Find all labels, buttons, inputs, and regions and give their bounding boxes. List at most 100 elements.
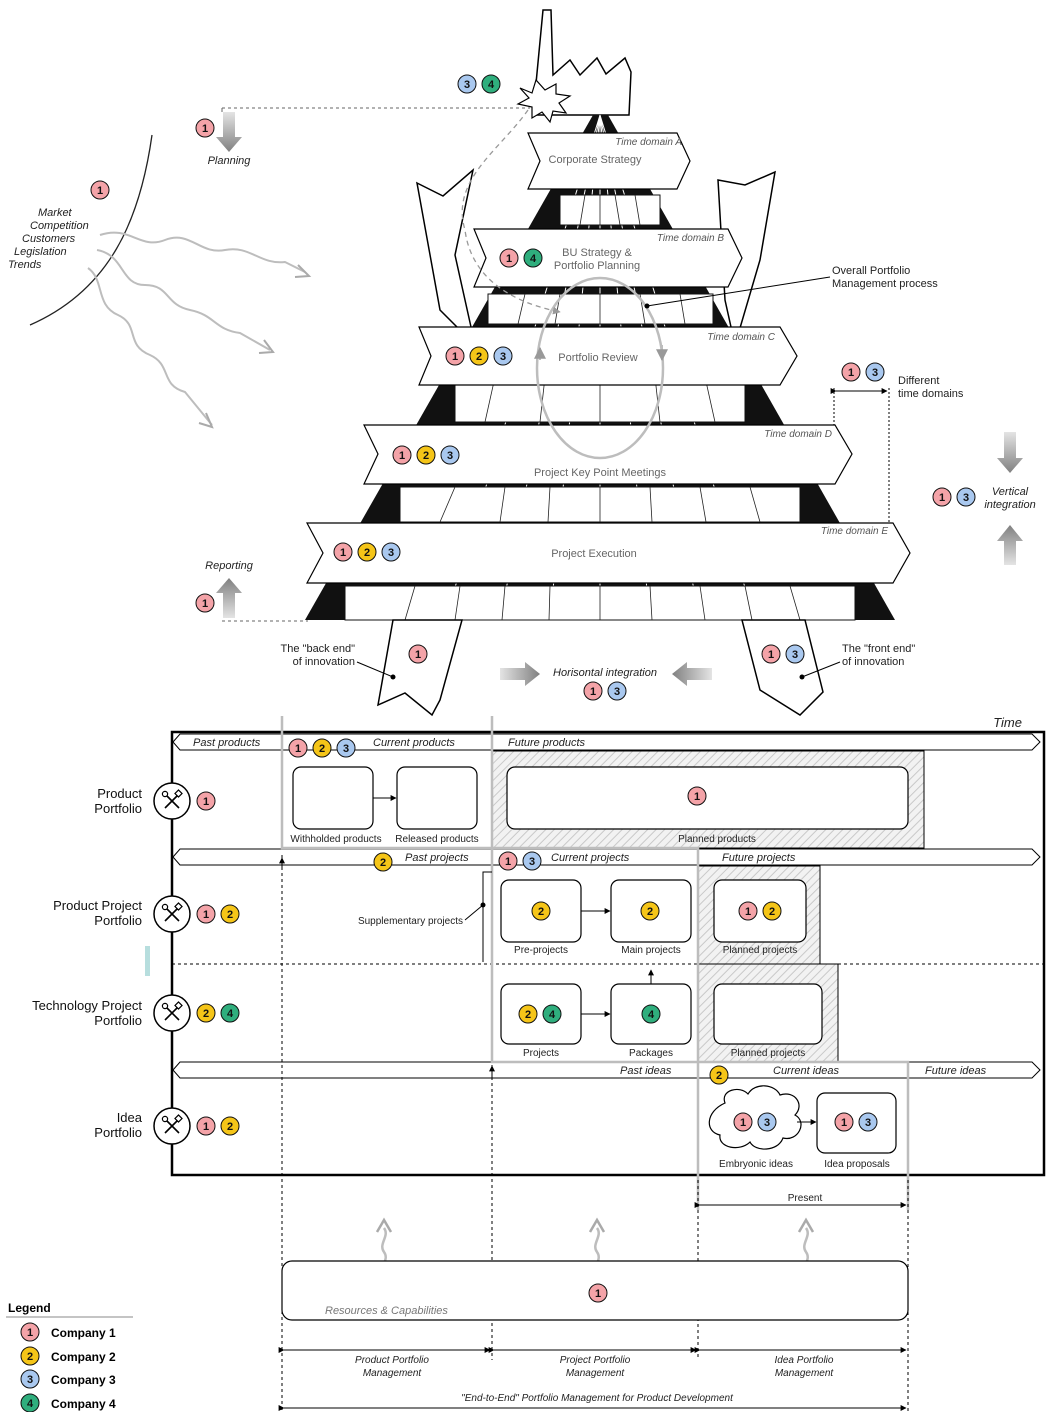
svg-text:1: 1 (505, 856, 511, 868)
svg-text:3: 3 (464, 79, 470, 91)
pre-projects-label: Pre-projects (514, 945, 568, 956)
company-4-badge: 4 (523, 248, 543, 268)
back-end-shape (377, 619, 463, 717)
svg-text:1: 1 (203, 796, 209, 808)
legend-company-4: Company 4 (51, 1397, 116, 1411)
company-1-badge: 1 (738, 901, 758, 921)
key-point-label: Project Key Point Meetings (534, 467, 667, 479)
svg-text:2: 2 (647, 906, 653, 918)
company-3-badge: 3 (956, 487, 976, 507)
dashed-flow-curve (461, 109, 561, 315)
company-2-badge: 2 (220, 904, 240, 924)
company-1-badge: 1 (588, 1283, 608, 1303)
company-2-badge: 2 (20, 1346, 40, 1366)
current-products: Current products (373, 737, 455, 749)
company-3-badge: 3 (381, 542, 401, 562)
time-domain-d: Time domain D (764, 429, 832, 440)
svg-text:1: 1 (202, 123, 208, 135)
product-portfolio-management-2: Management (363, 1368, 423, 1379)
svg-text:3: 3 (529, 856, 535, 868)
execution-label: Project Execution (551, 548, 637, 560)
svg-text:2: 2 (227, 1121, 233, 1133)
time-domain-e: Time domain E (821, 526, 888, 537)
company-1-badge: 1 (288, 738, 308, 758)
main-projects-label: Main projects (621, 945, 680, 956)
packages-label: Packages (629, 1048, 673, 1059)
annotations: Planning Reporting Market Competition Cu… (8, 107, 1036, 686)
back-end-label-1: The "back end" (281, 643, 356, 655)
company-2-badge: 2 (312, 738, 332, 758)
svg-text:1: 1 (768, 649, 774, 661)
legend-company-1: Company 1 (51, 1326, 116, 1340)
reporting-label: Reporting (205, 560, 254, 572)
svg-text:1: 1 (452, 351, 458, 363)
company-3-badge: 3 (757, 1112, 777, 1132)
svg-text:3: 3 (963, 492, 969, 504)
different-time-domains-1: Different (898, 375, 939, 387)
company-1-badge: 1 (195, 593, 215, 613)
corporate-strategy-label: Corporate Strategy (549, 154, 642, 166)
company-1-badge: 1 (583, 681, 603, 701)
svg-text:2: 2 (476, 351, 482, 363)
embryonic-cloud (708, 1085, 802, 1150)
explosion-icon (516, 78, 572, 124)
future-projects: Future projects (722, 852, 796, 864)
svg-text:2: 2 (364, 547, 370, 559)
company-1-badge: 1 (761, 644, 781, 664)
past-products: Past products (193, 737, 261, 749)
product-portfolio-label: Product (97, 786, 142, 801)
svg-text:2: 2 (319, 743, 325, 755)
pyramid: Time domain A Corporate Strategy Time do… (305, 9, 911, 717)
svg-text:1: 1 (203, 909, 209, 921)
svg-text:3: 3 (872, 367, 878, 379)
past-projects: Past projects (405, 852, 469, 864)
front-end-shape (741, 619, 824, 716)
svg-text:4: 4 (27, 1398, 34, 1410)
svg-text:4: 4 (549, 1009, 556, 1021)
company-1-badge: 1 (90, 180, 110, 200)
overall-process-ellipse (535, 276, 665, 460)
svg-text:1: 1 (590, 686, 596, 698)
company-1-badge: 1 (195, 118, 215, 138)
company-1-badge: 1 (333, 542, 353, 562)
legend-company-2: Company 2 (51, 1350, 116, 1364)
svg-text:3: 3 (447, 450, 453, 462)
legend: Legend Company 1 Company 2 Company 3 Com… (6, 1301, 133, 1411)
end-to-end-label: "End-to-End" Portfolio Management for Pr… (461, 1393, 734, 1404)
company-4-badge: 4 (481, 74, 501, 94)
overall-process-label-1: Overall Portfolio (832, 265, 910, 277)
factory-icon (532, 9, 632, 116)
technology-project-portfolio-label: Technology Project (32, 998, 142, 1013)
svg-text:4: 4 (227, 1008, 234, 1020)
svg-text:2: 2 (203, 1008, 209, 1020)
market-arc (29, 134, 153, 326)
svg-text:2: 2 (538, 906, 544, 918)
legend-company-3: Company 3 (51, 1373, 116, 1387)
svg-text:3: 3 (388, 547, 394, 559)
vertical-integration-1: Vertical (992, 486, 1029, 498)
svg-text:2: 2 (769, 906, 775, 918)
svg-text:Portfolio: Portfolio (94, 913, 142, 928)
company-3-badge: 3 (607, 681, 627, 701)
current-ideas: Current ideas (773, 1065, 840, 1077)
future-products: Future products (508, 737, 586, 749)
planning-label: Planning (208, 155, 252, 167)
vertical-down-arrow-icon (997, 432, 1023, 473)
svg-text:Market: Market (38, 207, 73, 219)
front-end-label-2: of innovation (842, 656, 904, 668)
planning-arrow-icon (216, 112, 242, 152)
svg-text:1: 1 (340, 547, 346, 559)
past-ideas: Past ideas (620, 1065, 672, 1077)
idea-band: Past ideas Current ideas Future ideas (172, 1061, 1041, 1079)
portfolio-planning-label: Portfolio Planning (554, 260, 640, 272)
company-2-badge: 2 (196, 1003, 216, 1023)
company-4-badge: 4 (542, 1004, 562, 1024)
svg-text:3: 3 (614, 686, 620, 698)
svg-text:1: 1 (415, 649, 421, 661)
bu-strategy-band: Time domain B BU Strategy & Portfolio Pl… (473, 228, 743, 288)
svg-text:Trends: Trends (8, 259, 42, 271)
company-2-badge: 2 (531, 901, 551, 921)
horizontal-left-arrow-icon (672, 662, 712, 686)
time-label: Time (993, 715, 1022, 730)
